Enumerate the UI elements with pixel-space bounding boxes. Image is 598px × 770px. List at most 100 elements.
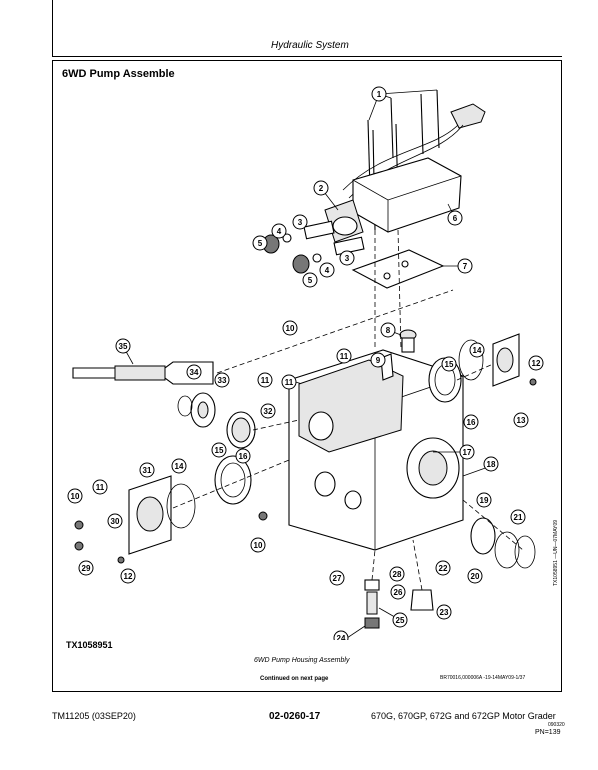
callout-23: 23 (436, 604, 452, 620)
callout-9: 9 (370, 352, 386, 368)
callout-16b: 16 (235, 448, 251, 464)
svg-text:5: 5 (308, 276, 313, 285)
svg-text:33: 33 (218, 376, 227, 385)
svg-text:12: 12 (124, 572, 133, 581)
svg-text:29: 29 (82, 564, 91, 573)
svg-text:34: 34 (190, 368, 199, 377)
svg-text:17: 17 (463, 448, 472, 457)
plug (364, 617, 380, 629)
callout-11a: 11 (257, 372, 273, 388)
svg-text:14: 14 (473, 346, 482, 355)
svg-text:8: 8 (386, 326, 391, 335)
callout-7: 7 (443, 258, 473, 274)
callout-33: 33 (214, 372, 230, 388)
snap-ring (177, 395, 193, 417)
callout-5b: 5 (302, 272, 318, 288)
svg-text:12: 12 (532, 359, 541, 368)
footer-model: 670G, 670GP, 672G and 672GP Motor Grader (371, 711, 556, 721)
callout-3b: 3 (339, 250, 355, 266)
continued-note: Continued on next page (260, 676, 329, 682)
piston (364, 579, 380, 591)
callout-24: 24 (333, 625, 366, 640)
svg-text:27: 27 (333, 574, 342, 583)
svg-text:21: 21 (514, 513, 523, 522)
svg-text:30: 30 (111, 517, 120, 526)
svg-text:15: 15 (215, 446, 224, 455)
spring (366, 591, 378, 615)
exploded-pump-diagram: 1 2 3 3 4 4 5 5 6 7 8 9 10 10 10 11 11 1… (67, 86, 544, 640)
callout-3a: 3 (292, 214, 308, 230)
callout-10b: 10 (67, 488, 83, 504)
svg-text:26: 26 (394, 588, 403, 597)
svg-text:32: 32 (264, 407, 273, 416)
callout-15b: 15 (211, 442, 227, 458)
header-rule (52, 56, 562, 57)
svg-text:13: 13 (517, 416, 526, 425)
side-reference: TX1058951 —UN—07MAY09 (553, 519, 559, 586)
callout-22: 22 (435, 560, 451, 576)
svg-text:11: 11 (96, 483, 105, 492)
callout-14b: 14 (171, 458, 187, 474)
callout-11d: 11 (92, 479, 108, 495)
cap (410, 589, 434, 611)
callout-20: 20 (467, 568, 483, 584)
svg-text:19: 19 (480, 496, 489, 505)
callout-27: 27 (329, 570, 345, 586)
svg-text:24: 24 (337, 634, 346, 640)
callout-10c: 10 (250, 537, 266, 553)
bearing-ring (470, 517, 496, 555)
svg-text:7: 7 (463, 262, 468, 271)
callout-6: 6 (447, 203, 463, 226)
svg-text:3: 3 (345, 254, 350, 263)
callout-12a: 12 (528, 355, 544, 371)
callout-26: 26 (390, 584, 406, 600)
svg-text:9: 9 (376, 356, 381, 365)
figure-title: 6WD Pump Assemble (62, 68, 175, 80)
callout-13: 13 (513, 412, 529, 428)
svg-text:10: 10 (71, 492, 80, 501)
seal-ring-left (214, 455, 252, 505)
footer-page-code: 02-0260-17 (269, 711, 321, 722)
gasket (351, 249, 445, 289)
svg-text:22: 22 (439, 564, 448, 573)
callout-25: 25 (378, 607, 408, 628)
svg-text:5: 5 (258, 239, 263, 248)
header-left-rule (52, 0, 53, 56)
svg-text:20: 20 (471, 572, 480, 581)
svg-text:11: 11 (285, 378, 294, 387)
callout-2: 2 (313, 180, 339, 211)
o-ring-lower-right (494, 531, 520, 569)
callout-5a: 5 (252, 235, 268, 251)
svg-text:28: 28 (393, 570, 402, 579)
svg-text:18: 18 (487, 460, 496, 469)
callout-19: 19 (476, 492, 492, 508)
callout-17: 17 (433, 444, 475, 460)
svg-text:4: 4 (277, 227, 282, 236)
callout-31: 31 (139, 462, 155, 478)
callout-16a: 16 (463, 414, 479, 430)
callout-10a: 10 (282, 320, 298, 336)
callout-11c: 11 (336, 348, 352, 364)
o-ring-right (458, 339, 484, 381)
callout-35: 35 (115, 338, 134, 365)
svg-text:15: 15 (445, 360, 454, 369)
callout-12b: 12 (120, 568, 136, 584)
callout-4a: 4 (271, 223, 287, 239)
section-title: Hydraulic System (271, 40, 349, 51)
svg-text:16: 16 (467, 418, 476, 427)
svg-text:10: 10 (286, 324, 295, 333)
svg-text:11: 11 (340, 352, 349, 361)
footer-date: 090320 (548, 722, 565, 728)
figure-caption: 6WD Pump Housing Assembly (254, 657, 350, 664)
callout-4b: 4 (319, 262, 335, 278)
svg-text:25: 25 (396, 616, 405, 625)
svg-text:3: 3 (298, 218, 303, 227)
valve-cartridge-lower (292, 236, 365, 274)
svg-text:10: 10 (254, 541, 263, 550)
callout-18: 18 (462, 456, 499, 477)
callout-11b: 11 (281, 374, 297, 390)
svg-text:31: 31 (143, 466, 152, 475)
callout-14a: 14 (469, 342, 485, 358)
callout-34: 34 (186, 364, 202, 380)
svg-text:1: 1 (377, 90, 382, 99)
